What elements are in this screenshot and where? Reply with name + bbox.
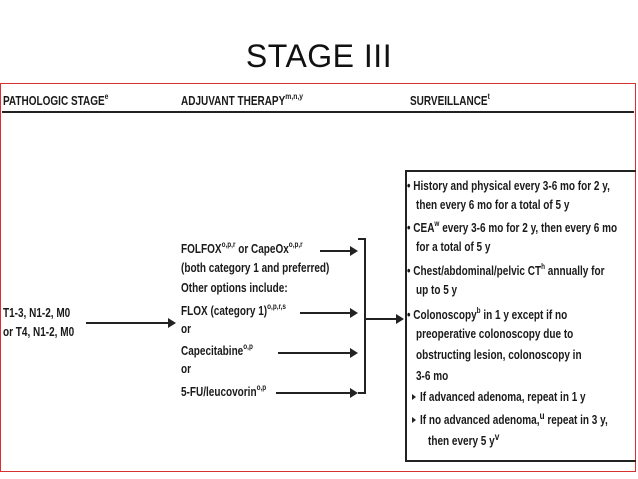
therapy-5fu-leucovorin: 5-FU/leucovorino,p [181,383,267,399]
surv-cea-cont: for a total of 5 y [416,240,491,254]
surv-sub-advanced-adenoma: If advanced adenoma, repeat in 1 y [412,390,586,404]
header-adjuvant-therapy: ADJUVANT THERAPYm,n,y [181,91,304,108]
stage-line-1: T1-3, N1-2, M0 [3,306,71,320]
arrow-5fu [276,388,358,398]
surv-colonoscopy: • Colonoscopyb in 1 y except if no [407,306,568,322]
therapy-preferred-note: (both category 1 and preferred) [181,261,330,275]
therapy-bracket [358,238,366,394]
therapy-or-2: or [181,362,191,376]
header-pathologic-stage: PATHOLOGIC STAGEe [3,91,109,108]
surv-sub-no-advanced-adenoma-cont: then every 5 yv [428,432,500,449]
surv-ct-cont: up to 5 y [416,283,458,297]
triangle-bullet-icon [412,417,416,424]
therapy-other-options: Other options include: [181,281,288,295]
arrow-therapy-to-surveillance [366,314,404,324]
arrow-stage-to-therapy [86,318,176,328]
header-surveillance: SURVEILLANCEt [410,91,490,108]
arrow-folfox [320,246,358,256]
surv-colonoscopy-cont-1: preoperative colonoscopy due to [416,327,574,341]
triangle-bullet-icon [412,394,416,400]
arrow-flox [300,308,358,318]
therapy-flox: FLOX (category 1)o,p,r,s [181,302,286,318]
header-divider [2,111,634,113]
surv-cea: • CEAw every 3-6 mo for 2 y, then every … [407,219,618,235]
slide-title: STAGE III [245,38,393,74]
surv-colonoscopy-cont-2: obstructing lesion, colonoscopy in [416,348,582,362]
surv-history-physical-cont: then every 6 mo for a total of 5 y [416,198,570,212]
therapy-folfox-capeox: FOLFOXo,p,r or CapeOxo,p,r [181,240,303,256]
therapy-or-1: or [181,322,191,336]
surv-ct: • Chest/abdominal/pelvic CTh annually fo… [407,262,605,278]
flowchart-frame [0,83,636,472]
surveillance-bracket [405,170,636,462]
stage-line-2: or T4, N1-2, M0 [3,325,75,339]
surv-sub-no-advanced-adenoma: If no advanced adenoma,u repeat in 3 y, [412,411,608,427]
surv-history-physical: • History and physical every 3-6 mo for … [407,179,610,193]
arrow-capecitabine [278,348,358,358]
surv-colonoscopy-cont-3: 3-6 mo [416,369,449,383]
therapy-capecitabine: Capecitabineo,p [181,342,253,358]
